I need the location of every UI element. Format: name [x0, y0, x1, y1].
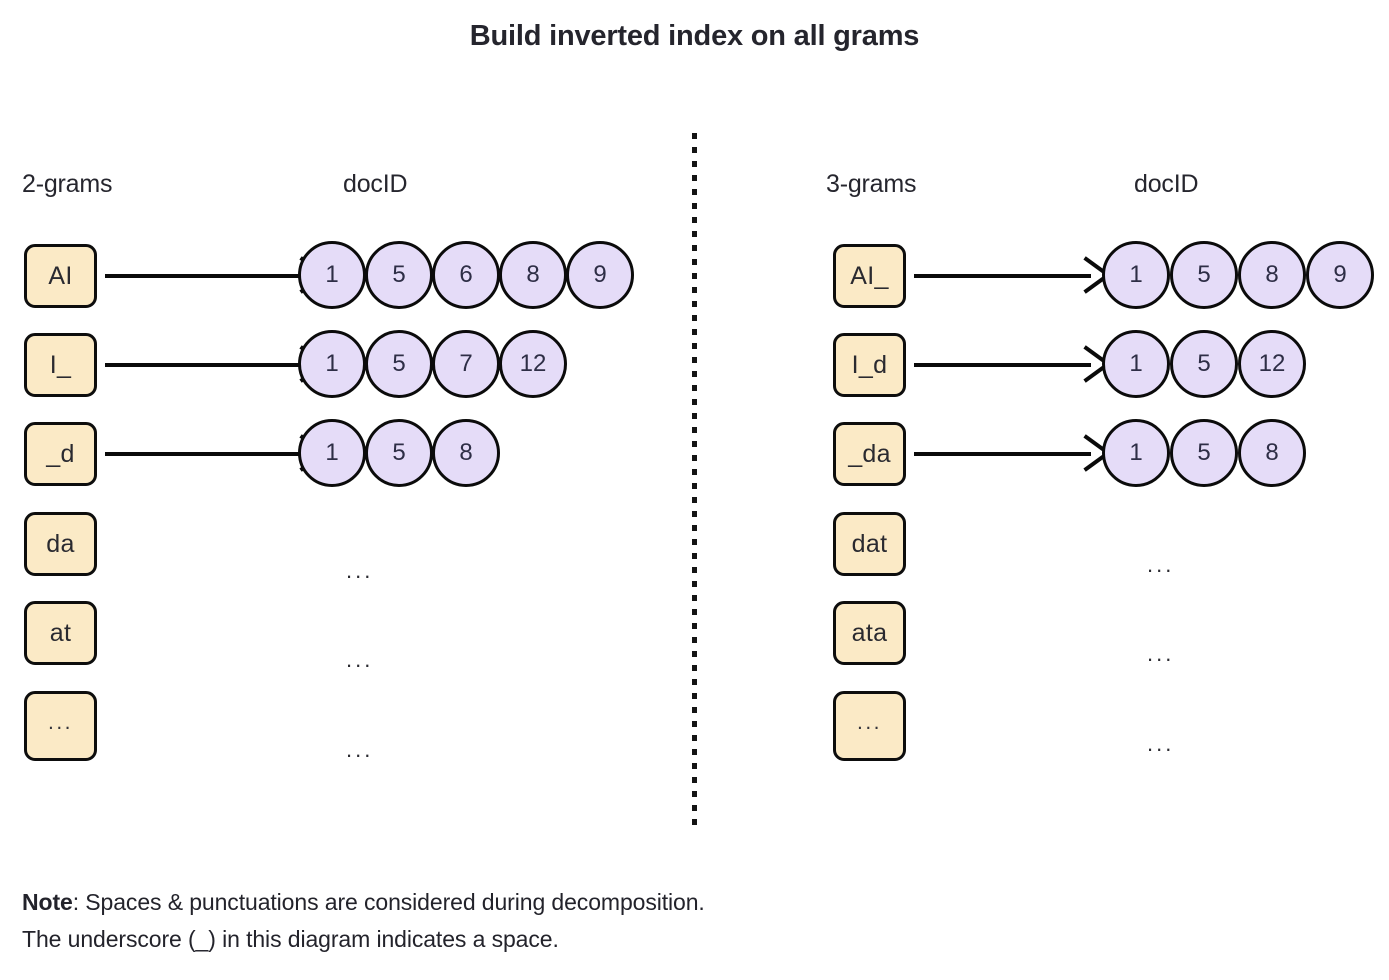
- column-header-docid: docID: [1134, 170, 1199, 198]
- arrow-shaft: [914, 274, 1091, 278]
- gram-row: ......: [833, 691, 1389, 761]
- docid-circle[interactable]: 6: [432, 241, 500, 309]
- gram-box[interactable]: da: [24, 512, 97, 576]
- docid-circle[interactable]: 12: [499, 330, 567, 398]
- docid-ellipsis: ...: [1147, 641, 1175, 666]
- gram-box[interactable]: at: [24, 601, 97, 665]
- column-header-grams: 2-grams: [22, 170, 113, 198]
- note-line-1: Note: Spaces & punctuations are consider…: [22, 884, 1222, 921]
- docid-ellipsis: ...: [1147, 552, 1175, 577]
- arrow-right-icon: [914, 451, 1104, 457]
- gram-row: dat...: [833, 512, 1389, 576]
- docid-circle[interactable]: 5: [1170, 330, 1238, 398]
- docid-circle[interactable]: 5: [1170, 419, 1238, 487]
- arrow-shaft: [914, 363, 1091, 367]
- docid-circle[interactable]: 1: [1102, 241, 1170, 309]
- docid-circle[interactable]: 9: [1306, 241, 1374, 309]
- docid-circle[interactable]: 12: [1238, 330, 1306, 398]
- note-block: Note: Spaces & punctuations are consider…: [22, 884, 1222, 958]
- docid-circle[interactable]: 1: [1102, 330, 1170, 398]
- arrow-shaft: [914, 452, 1091, 456]
- docid-circle[interactable]: 5: [1170, 241, 1238, 309]
- page-title: Build inverted index on all grams: [469, 20, 920, 52]
- gram-box[interactable]: _da: [833, 422, 906, 486]
- gram-box[interactable]: AI_: [833, 244, 906, 308]
- gram-box[interactable]: I_: [24, 333, 97, 397]
- docid-circle[interactable]: 8: [1238, 419, 1306, 487]
- docid-circle[interactable]: 9: [566, 241, 634, 309]
- docid-ellipsis: ...: [1147, 731, 1175, 756]
- gram-box[interactable]: dat: [833, 512, 906, 576]
- arrow-right-icon: [914, 362, 1104, 368]
- gram-box[interactable]: ...: [24, 691, 97, 761]
- docid-circle[interactable]: 5: [365, 241, 433, 309]
- gram-box[interactable]: AI: [24, 244, 97, 308]
- arrow-shaft: [105, 363, 307, 367]
- arrow-right-icon: [105, 451, 320, 457]
- gram-row: da...: [24, 512, 684, 582]
- docid-ellipsis: ...: [346, 647, 374, 672]
- docid-circle[interactable]: 5: [365, 419, 433, 487]
- docid-circle[interactable]: 1: [298, 330, 366, 398]
- arrow-right-icon: [914, 273, 1104, 279]
- docid-circle[interactable]: 8: [432, 419, 500, 487]
- gram-box[interactable]: _d: [24, 422, 97, 486]
- note-line-1-text: : Spaces & punctuations are considered d…: [72, 889, 705, 915]
- arrow-shaft: [105, 452, 307, 456]
- docid-circle[interactable]: 8: [499, 241, 567, 309]
- column-header-grams: 3-grams: [826, 170, 917, 198]
- docid-circle[interactable]: 7: [432, 330, 500, 398]
- arrow-right-icon: [105, 273, 320, 279]
- docid-circle[interactable]: 1: [298, 419, 366, 487]
- docid-circle[interactable]: 1: [1102, 419, 1170, 487]
- arrow-right-icon: [105, 362, 320, 368]
- gram-row: at...: [24, 601, 684, 671]
- docid-ellipsis: ...: [346, 737, 374, 762]
- docid-ellipsis: ...: [346, 558, 374, 583]
- docid-circle[interactable]: 1: [298, 241, 366, 309]
- gram-box[interactable]: ...: [833, 691, 906, 761]
- gram-row: ......: [24, 691, 684, 761]
- docid-circle[interactable]: 8: [1238, 241, 1306, 309]
- note-line-2: The underscore (_) in this diagram indic…: [22, 926, 559, 952]
- note-label: Note: [22, 889, 73, 915]
- arrow-shaft: [105, 274, 307, 278]
- gram-box[interactable]: I_d: [833, 333, 906, 397]
- panel-divider-dashed-line: [692, 133, 697, 826]
- docid-circle[interactable]: 5: [365, 330, 433, 398]
- gram-box[interactable]: ata: [833, 601, 906, 665]
- column-header-docid: docID: [343, 170, 408, 198]
- gram-row: ata...: [833, 601, 1389, 665]
